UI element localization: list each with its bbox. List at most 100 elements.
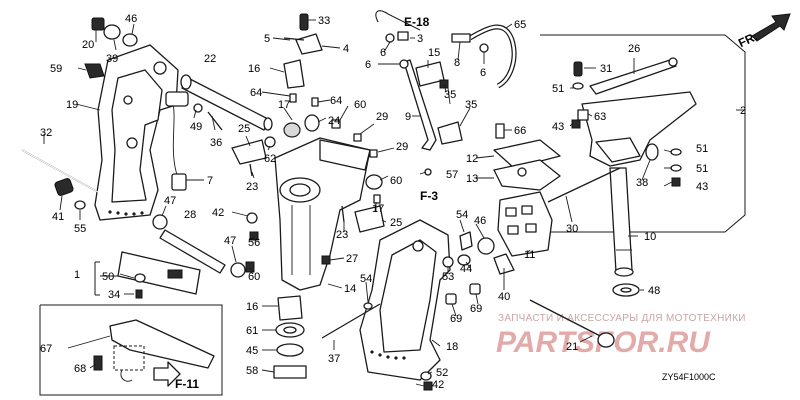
bolt-68 [93, 355, 103, 371]
bushing-16b [277, 295, 303, 321]
callout-51b: 51 [696, 143, 708, 155]
nut-43b [671, 177, 681, 187]
callout-61: 61 [246, 325, 258, 337]
bracket-67 [109, 319, 215, 369]
callout-12: 12 [466, 153, 478, 165]
callout-45: 45 [246, 345, 258, 357]
callout-36: 36 [210, 137, 222, 149]
callout-60a: 60 [354, 99, 366, 111]
stern-bracket-left [94, 44, 179, 221]
callout-35b: 35 [465, 99, 477, 111]
callout-41: 41 [52, 211, 64, 223]
callout-9: 9 [405, 111, 411, 123]
washer-46 [122, 33, 138, 47]
anode-bar [167, 269, 183, 279]
front-direction-arrow: FR. [736, 13, 791, 50]
callout-57: 57 [446, 169, 458, 181]
callout-35a: 35 [444, 89, 456, 101]
swivel-case-14 [274, 137, 371, 291]
nut-69b [469, 283, 481, 295]
plate-25b [354, 205, 385, 233]
hose-9 [403, 59, 437, 151]
callout-54b: 54 [456, 209, 468, 221]
bolt-36 [207, 111, 223, 131]
nut-53 [442, 256, 454, 268]
callout-17b: 17 [372, 203, 384, 215]
diagram-code: ZY54F1000C [662, 372, 716, 382]
clip-6c [479, 43, 489, 53]
washer-39 [103, 24, 121, 40]
callout-47b: 47 [224, 235, 236, 247]
callout-6c: 6 [480, 67, 486, 79]
callout-23b: 23 [336, 229, 348, 241]
bolt-60c [245, 261, 255, 273]
bushing-60b [365, 174, 383, 190]
washer-55 [74, 200, 86, 210]
tilt-lock-11 [497, 191, 553, 257]
nut-42a [246, 212, 258, 224]
washer-45 [276, 343, 304, 357]
callout-60c: 60 [248, 271, 260, 283]
bolt-29b [369, 149, 378, 158]
plate-25a [231, 139, 267, 165]
callout-28: 28 [184, 209, 196, 221]
plate-13 [493, 159, 561, 191]
washer-50 [134, 273, 146, 283]
bushing-38 [645, 143, 659, 161]
callout-8: 8 [454, 57, 460, 69]
callout-63: 63 [594, 111, 606, 123]
callout-29a: 29 [376, 111, 388, 123]
callout-56: 56 [248, 237, 260, 249]
steering-arm-26 [589, 57, 678, 95]
callout-29b: 29 [396, 141, 408, 153]
bolt-27 [321, 255, 331, 265]
callout-18: 18 [446, 341, 458, 353]
washer-62 [264, 136, 276, 148]
callout-55: 55 [74, 223, 86, 235]
bolt-64b [311, 97, 319, 107]
callout-26: 26 [628, 43, 640, 55]
tilt-pin-28 [159, 229, 226, 274]
fitting-3 [397, 31, 409, 41]
callout-16a: 16 [248, 63, 260, 75]
washer-51a [572, 82, 584, 90]
washer-47b [230, 262, 246, 278]
callout-21: 21 [566, 341, 578, 353]
callout-42b: 42 [432, 379, 444, 391]
callout-59: 59 [50, 63, 62, 75]
clip-6b [399, 59, 409, 69]
ref-e18: E-18 [404, 15, 430, 29]
bolt-64a [289, 93, 297, 103]
callout-numbers: 33 5 4 3 65 6 6 6 8 15 35 35 9 57 66 12 … [40, 13, 746, 391]
callout-58: 58 [246, 365, 258, 377]
clip-59 [84, 63, 105, 79]
stern-bracket-right [359, 219, 451, 381]
callout-1: 1 [74, 269, 80, 281]
callout-43a: 43 [552, 121, 564, 133]
callout-16b: 16 [246, 301, 258, 313]
callout-49: 49 [190, 121, 202, 133]
callout-15: 15 [428, 47, 440, 59]
callout-25b: 25 [390, 217, 402, 229]
callout-25a: 25 [238, 123, 250, 135]
callout-62: 62 [264, 153, 276, 165]
callout-5: 5 [264, 33, 270, 45]
assembly-frame-right [540, 34, 746, 233]
detail-box [113, 345, 145, 371]
callout-37: 37 [328, 353, 340, 365]
callout-4: 4 [343, 43, 349, 55]
bushing-54b [459, 231, 473, 251]
trim-sensor-7 [165, 91, 189, 191]
washer-51b [670, 148, 682, 156]
bolt-66 [495, 123, 505, 139]
callout-53: 53 [442, 271, 454, 283]
washer-46b [477, 237, 495, 255]
bolt-17b [373, 194, 381, 204]
callout-23a: 23 [246, 181, 258, 193]
bushing-40 [493, 253, 515, 275]
callout-43b: 43 [696, 181, 708, 193]
callout-38: 38 [636, 177, 648, 189]
callout-7: 7 [207, 175, 213, 187]
bushing-16a [283, 59, 305, 89]
